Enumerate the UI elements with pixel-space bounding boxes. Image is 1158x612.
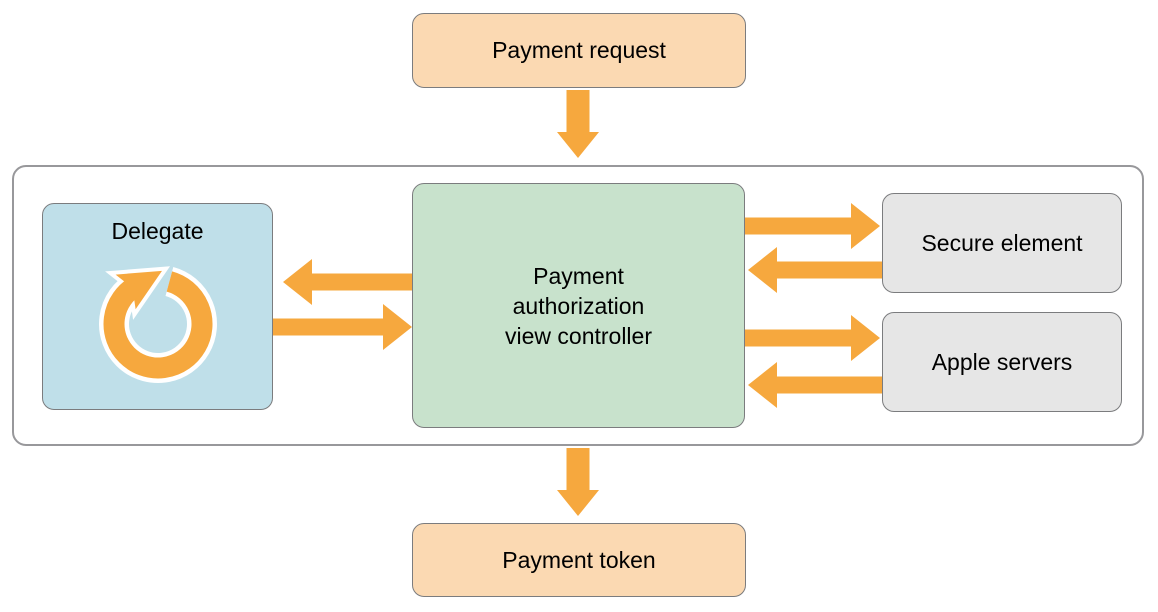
payment-token-label: Payment token xyxy=(502,546,656,573)
arrow-payment-request-to-controller xyxy=(557,90,599,158)
node-payment-authorization-view-controller: Payment authorization view controller xyxy=(412,183,745,428)
payment-authorization-view-controller-label: Payment authorization view controller xyxy=(505,262,652,349)
arrow-delegate-to-controller xyxy=(273,304,412,350)
arrow-secure-element-to-controller xyxy=(748,247,882,293)
loop-arrow-icon xyxy=(98,266,217,383)
node-secure-element: Secure element xyxy=(882,193,1122,293)
payment-request-label: Payment request xyxy=(492,37,666,63)
secure-element-label: Secure element xyxy=(921,229,1083,256)
delegate-label: Delegate xyxy=(111,218,204,244)
node-payment-token: Payment token xyxy=(412,523,746,597)
arrow-controller-to-apple-servers xyxy=(745,315,880,361)
arrow-apple-servers-to-controller xyxy=(748,362,882,408)
arrow-controller-to-secure-element xyxy=(745,203,880,249)
arrow-controller-to-payment-token xyxy=(557,448,599,516)
arrow-controller-to-delegate xyxy=(283,259,412,305)
node-apple-servers: Apple servers xyxy=(882,312,1122,412)
node-payment-request: Payment request xyxy=(412,13,746,88)
node-delegate: Delegate xyxy=(42,203,273,410)
apple-servers-label: Apple servers xyxy=(931,348,1073,375)
